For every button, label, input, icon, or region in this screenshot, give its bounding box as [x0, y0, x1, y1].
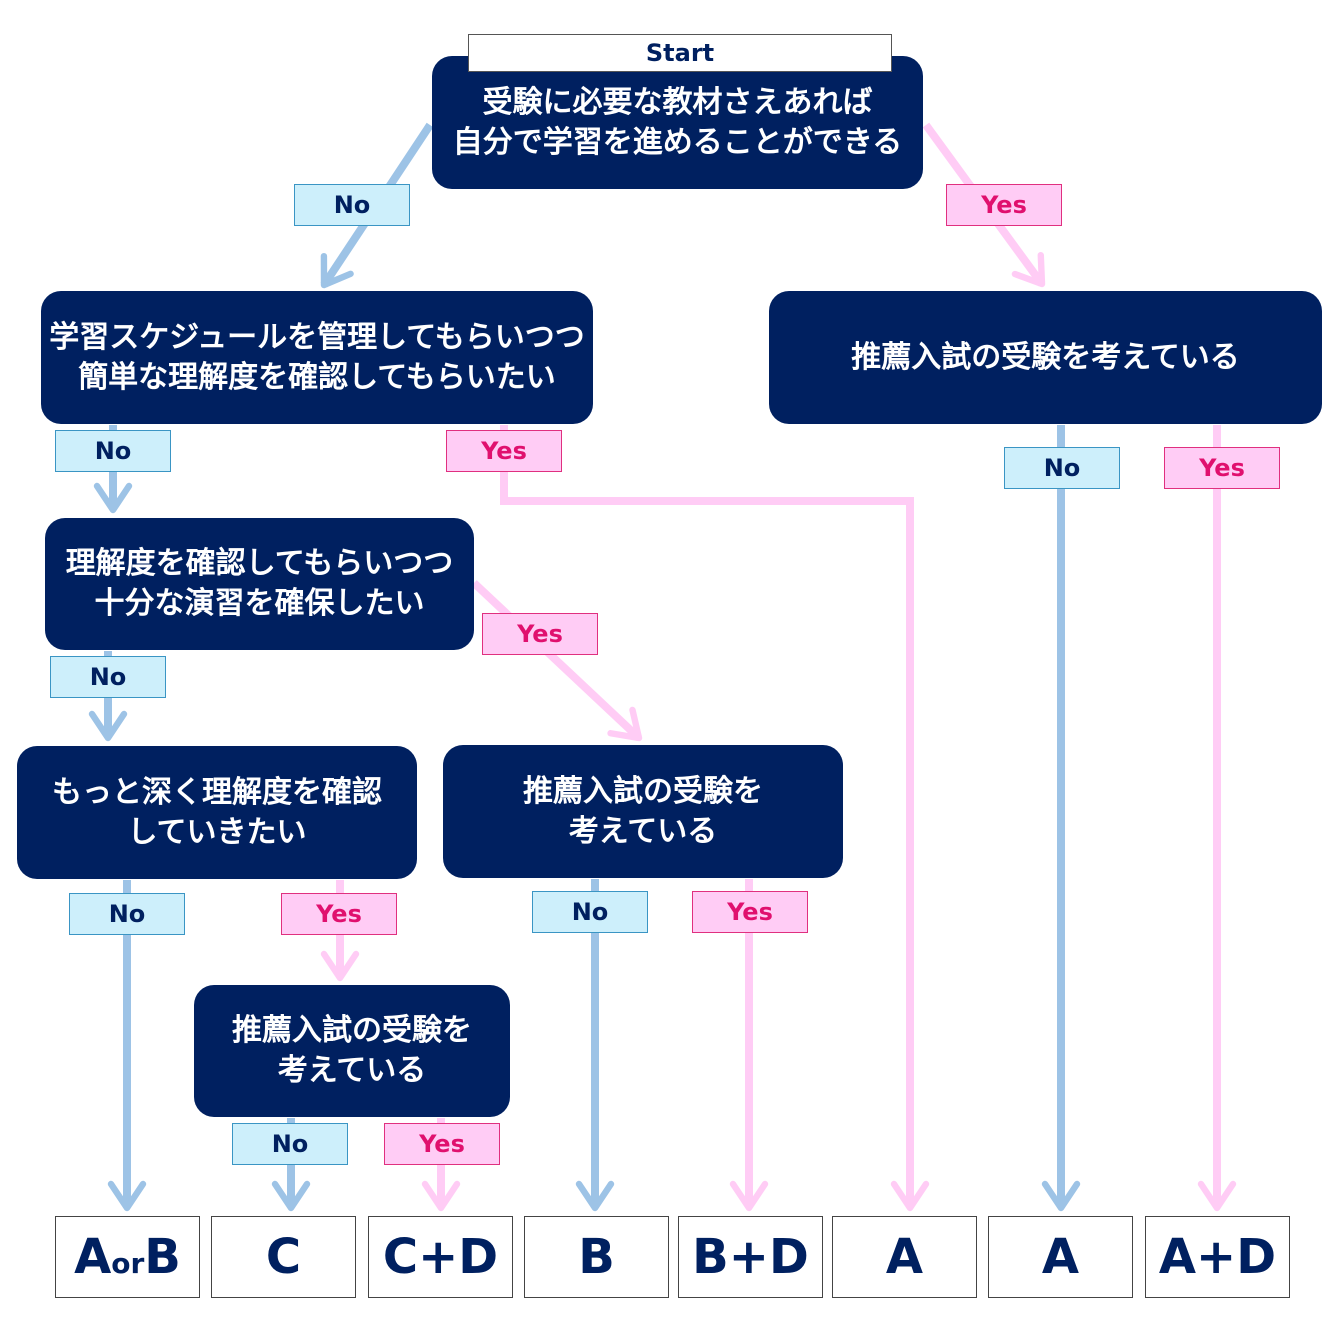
- result-a-2: A: [988, 1216, 1133, 1298]
- node-q5: もっと深く理解度を確認していきたい: [17, 746, 417, 879]
- result-b-d: B+D: [678, 1216, 823, 1298]
- label-q7-yes: Yes: [384, 1123, 500, 1165]
- label-q7-no: No: [232, 1123, 348, 1165]
- node-q4-line1: 理解度を確認してもらいつつ: [65, 546, 454, 581]
- label-q4-yes: Yes: [482, 613, 598, 655]
- result-a-or-b-b: B: [144, 1229, 181, 1285]
- node-q6-line1: 推薦入試の受験を: [523, 773, 763, 809]
- result-b: B: [524, 1216, 669, 1298]
- node-q3: 推薦入試の受験を考えている: [769, 291, 1322, 424]
- label-q6-no: No: [532, 891, 648, 933]
- node-q6-line2: 考えている: [568, 813, 718, 849]
- label-q1-no: No: [294, 184, 410, 226]
- result-a-1: A: [832, 1216, 977, 1298]
- label-q5-no: No: [69, 893, 185, 935]
- node-q2-line1: 学習スケジュールを管理してもらいつつ: [49, 319, 585, 355]
- label-q6-yes: Yes: [692, 891, 808, 933]
- label-q2-yes: Yes: [446, 430, 562, 472]
- node-q3-line1: 推薦入試の受験を考えている: [851, 339, 1240, 375]
- node-q1-line2: 自分で学習を進めることができる: [452, 124, 903, 160]
- node-q5-line2: していきたい: [127, 814, 307, 850]
- node-q5-line1: もっと深く理解度を確認: [52, 774, 382, 810]
- label-q3-no: No: [1004, 447, 1120, 489]
- result-a-or-b-a: A: [74, 1229, 112, 1285]
- node-q7: 推薦入試の受験を考えている: [194, 985, 510, 1117]
- node-q7-line1: 推薦入試の受験を: [232, 1013, 472, 1048]
- node-q2-line2: 簡単な理解度を確認してもらいたい: [78, 359, 556, 395]
- edge-q4-yes: [471, 580, 643, 742]
- node-q4: 理解度を確認してもらいつつ十分な演習を確保したい: [45, 518, 474, 650]
- start-label: Start: [468, 34, 892, 72]
- label-q2-no: No: [55, 430, 171, 472]
- result-a-d: A+D: [1145, 1216, 1290, 1298]
- node-q7-line2: 考えている: [277, 1053, 427, 1088]
- label-q1-yes: Yes: [946, 184, 1062, 226]
- node-q6: 推薦入試の受験を考えている: [443, 745, 843, 878]
- result-a-or-b-or: or: [111, 1246, 145, 1280]
- result-c-d: C+D: [368, 1216, 513, 1298]
- node-q4-line2: 十分な演習を確保したい: [94, 586, 425, 621]
- label-q4-no: No: [50, 656, 166, 698]
- label-q3-yes: Yes: [1164, 447, 1280, 489]
- result-c: C: [211, 1216, 356, 1298]
- label-q5-yes: Yes: [281, 893, 397, 935]
- node-q1: 受験に必要な教材さえあれば自分で学習を進めることができる: [432, 56, 923, 189]
- node-q2: 学習スケジュールを管理してもらいつつ簡単な理解度を確認してもらいたい: [41, 291, 593, 424]
- node-q1-line1: 受験に必要な教材さえあれば: [482, 84, 873, 120]
